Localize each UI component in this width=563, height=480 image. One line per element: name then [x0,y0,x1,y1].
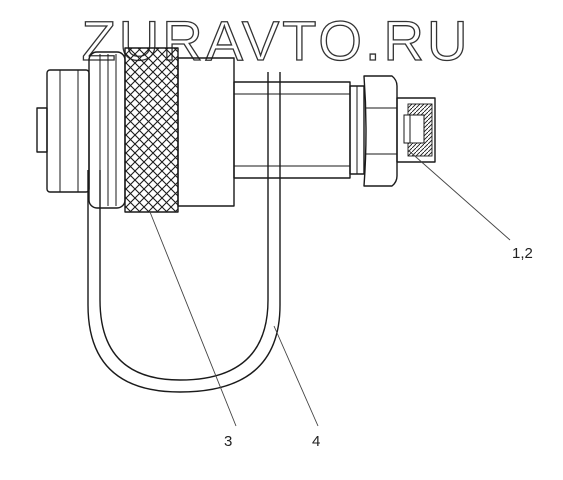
valve-fitting [396,97,436,163]
knurled-nut [124,47,179,213]
callout-4: 4 [312,433,320,450]
leader-3 [149,211,237,427]
stem [233,81,351,179]
cable-loop [87,72,281,393]
leader-1-2 [407,149,511,241]
coupling-body [88,51,126,209]
end-cap [36,69,90,193]
callout-1-2: 1,2 [512,245,533,262]
sleeve [177,57,235,207]
hex-nut [363,75,398,187]
leader-4 [273,325,319,427]
collar [349,85,365,175]
callout-3: 3 [224,433,232,450]
